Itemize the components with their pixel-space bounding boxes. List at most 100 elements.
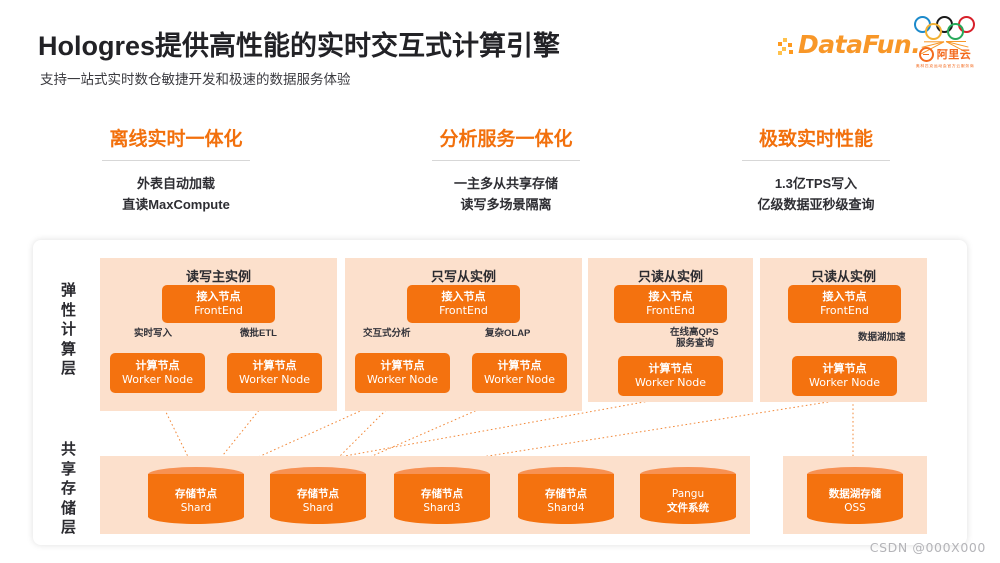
feature-line: 读写多场景隔离 bbox=[460, 197, 552, 212]
frontend-node[interactable]: 接入节点 FrontEnd bbox=[407, 285, 520, 323]
feature-heading: 离线实时一体化 bbox=[109, 129, 243, 150]
node-label-en: Worker Node bbox=[367, 373, 438, 386]
storage-label-en: Shard bbox=[302, 502, 334, 514]
page-title: Hologres提供高性能的实时交互式计算引擎 bbox=[38, 31, 561, 61]
storage-node[interactable]: 存储节点 Shard3 bbox=[394, 467, 490, 524]
feature-divider bbox=[102, 160, 250, 161]
feature-line: 一主多从共享存储 bbox=[453, 176, 558, 191]
node-label-cn: 计算节点 bbox=[648, 363, 693, 375]
layer-label-char: 享 bbox=[60, 460, 77, 478]
edge-label: 复杂OLAP bbox=[485, 328, 531, 339]
instance-panel-2: 只读从实例 接入节点 FrontEnd 在线高QPS 服务查询 计算节点 Wor… bbox=[588, 258, 753, 402]
edge-label: 交互式分析 bbox=[363, 328, 411, 339]
node-label-en: Worker Node bbox=[484, 373, 555, 386]
feature-line: 1.3亿TPS写入 bbox=[774, 176, 858, 191]
worker-node[interactable]: 计算节点 Worker Node bbox=[110, 353, 205, 393]
instance-title: 只写从实例 bbox=[430, 269, 496, 284]
worker-node[interactable]: 计算节点 Worker Node bbox=[472, 353, 567, 393]
node-label-en: FrontEnd bbox=[194, 304, 243, 317]
layer-label-char: 计 bbox=[60, 321, 77, 338]
feature-line: 亿级数据亚秒级查询 bbox=[757, 197, 875, 212]
edge-label: 实时写入 bbox=[134, 328, 173, 339]
feature-columns: 离线实时一体化 外表自动加载 直读MaxCompute 分析服务一体化 一主多从… bbox=[0, 124, 1000, 219]
edge-label: 在线高QPS bbox=[670, 327, 719, 338]
edge-label: 服务查询 bbox=[676, 338, 715, 349]
instance-panel-3: 只读从实例 接入节点 FrontEnd 数据湖加速 计算节点 Worker No… bbox=[760, 258, 927, 402]
node-label-cn: 计算节点 bbox=[497, 360, 542, 372]
storage-label-cn: 存储节点 bbox=[545, 488, 587, 500]
storage-label-en: Shard bbox=[180, 502, 212, 514]
feature-line: 直读MaxCompute bbox=[122, 197, 230, 212]
alibaba-cloud-icon bbox=[918, 46, 934, 62]
storage-label-en: Shard4 bbox=[547, 502, 585, 514]
frontend-node[interactable]: 接入节点 FrontEnd bbox=[788, 285, 901, 323]
node-label-en: FrontEnd bbox=[439, 304, 488, 317]
node-label-en: FrontEnd bbox=[646, 304, 695, 317]
storage-label-cn: 存储节点 bbox=[175, 488, 217, 500]
feature-heading: 分析服务一体化 bbox=[439, 129, 573, 150]
alibaba-cloud-mark: 阿里云 bbox=[912, 46, 978, 62]
edge-label: 微批ETL bbox=[240, 328, 277, 339]
layer-label-storage: 共 享 存 储 层 bbox=[55, 440, 83, 538]
storage-label-en: OSS bbox=[844, 502, 866, 514]
node-label-cn: 计算节点 bbox=[135, 360, 180, 372]
page-subtitle: 支持一站式实时数仓敏捷开发和极速的数据服务体验 bbox=[40, 72, 351, 87]
storage-label-en: Pangu bbox=[671, 488, 705, 500]
node-label-cn: 接入节点 bbox=[441, 291, 486, 303]
worker-node[interactable]: 计算节点 Worker Node bbox=[355, 353, 450, 393]
alibaba-cloud-label: 阿里云 bbox=[936, 49, 972, 61]
instance-title: 读写主实例 bbox=[185, 269, 251, 284]
storage-label-en: Shard3 bbox=[423, 502, 461, 514]
pangu-filesystem-node[interactable]: Pangu 文件系统 bbox=[640, 467, 736, 524]
feature-divider bbox=[432, 160, 580, 161]
node-label-cn: 接入节点 bbox=[822, 291, 867, 303]
frontend-node[interactable]: 接入节点 FrontEnd bbox=[614, 285, 727, 323]
node-label-cn: 计算节点 bbox=[252, 360, 297, 372]
node-label-cn: 接入节点 bbox=[196, 291, 241, 303]
node-label-en: FrontEnd bbox=[820, 304, 869, 317]
node-label-en: Worker Node bbox=[809, 376, 880, 389]
frontend-node[interactable]: 接入节点 FrontEnd bbox=[162, 285, 275, 323]
node-label-cn: 计算节点 bbox=[380, 360, 425, 372]
lake-storage-node[interactable]: 数据湖存储 OSS bbox=[807, 467, 903, 524]
layer-label-char: 共 bbox=[60, 441, 77, 458]
storage-node[interactable]: 存储节点 Shard bbox=[270, 467, 366, 524]
storage-label-cn: 文件系统 bbox=[667, 502, 709, 514]
layer-label-char: 弹 bbox=[60, 282, 77, 299]
feature-column-1: 分析服务一体化 一主多从共享存储 读写多场景隔离 bbox=[386, 124, 626, 215]
watermark: CSDN @000X000 bbox=[869, 540, 986, 555]
datafun-logo: DataFun. bbox=[778, 30, 921, 62]
layer-label-char: 存 bbox=[60, 480, 77, 497]
datafun-wordmark: DataFun. bbox=[798, 30, 921, 59]
olympic-rings-icon bbox=[914, 16, 976, 40]
storage-label-cn: 数据湖存储 bbox=[828, 488, 882, 500]
datafun-dots-icon bbox=[778, 38, 796, 56]
node-label-cn: 计算节点 bbox=[822, 363, 867, 375]
layer-label-char: 性 bbox=[60, 301, 77, 319]
node-label-en: Worker Node bbox=[239, 373, 310, 386]
storage-node[interactable]: 存储节点 Shard bbox=[148, 467, 244, 524]
alibaba-cloud-sublabel: 奥林匹克运动会官方云服务商 bbox=[915, 63, 975, 68]
feature-line: 外表自动加载 bbox=[136, 176, 215, 191]
storage-label-cn: 存储节点 bbox=[421, 488, 463, 500]
lake-storage-panel: 数据湖存储 OSS bbox=[783, 456, 927, 534]
worker-node[interactable]: 计算节点 Worker Node bbox=[227, 353, 322, 393]
feature-divider bbox=[742, 160, 890, 161]
layer-label-compute: 弹 性 计 算 层 bbox=[55, 281, 83, 379]
instance-panel-0: 读写主实例 接入节点 FrontEnd 实时写入 微批ETL 计算节点 Work… bbox=[100, 258, 337, 411]
edge-label: 数据湖加速 bbox=[858, 332, 906, 343]
layer-label-char: 算 bbox=[60, 340, 77, 358]
feature-column-0: 离线实时一体化 外表自动加载 直读MaxCompute bbox=[56, 124, 296, 215]
instance-title: 只读从实例 bbox=[810, 269, 876, 284]
storage-node[interactable]: 存储节点 Shard4 bbox=[518, 467, 614, 524]
node-label-en: Worker Node bbox=[122, 373, 193, 386]
worker-node[interactable]: 计算节点 Worker Node bbox=[618, 356, 723, 396]
instance-panel-1: 只写从实例 接入节点 FrontEnd 交互式分析 复杂OLAP 计算节点 Wo… bbox=[345, 258, 582, 411]
alibaba-cloud-logo: 阿里云 奥林匹克运动会官方云服务商 bbox=[908, 16, 982, 76]
node-label-cn: 接入节点 bbox=[648, 291, 693, 303]
worker-node[interactable]: 计算节点 Worker Node bbox=[792, 356, 897, 396]
shared-storage-panel: 存储节点 Shard 存储节点 Shard 存储节点 Shard3 存储节点 S… bbox=[100, 456, 750, 534]
storage-label-cn: 存储节点 bbox=[297, 488, 339, 500]
layer-label-char: 储 bbox=[60, 499, 77, 517]
